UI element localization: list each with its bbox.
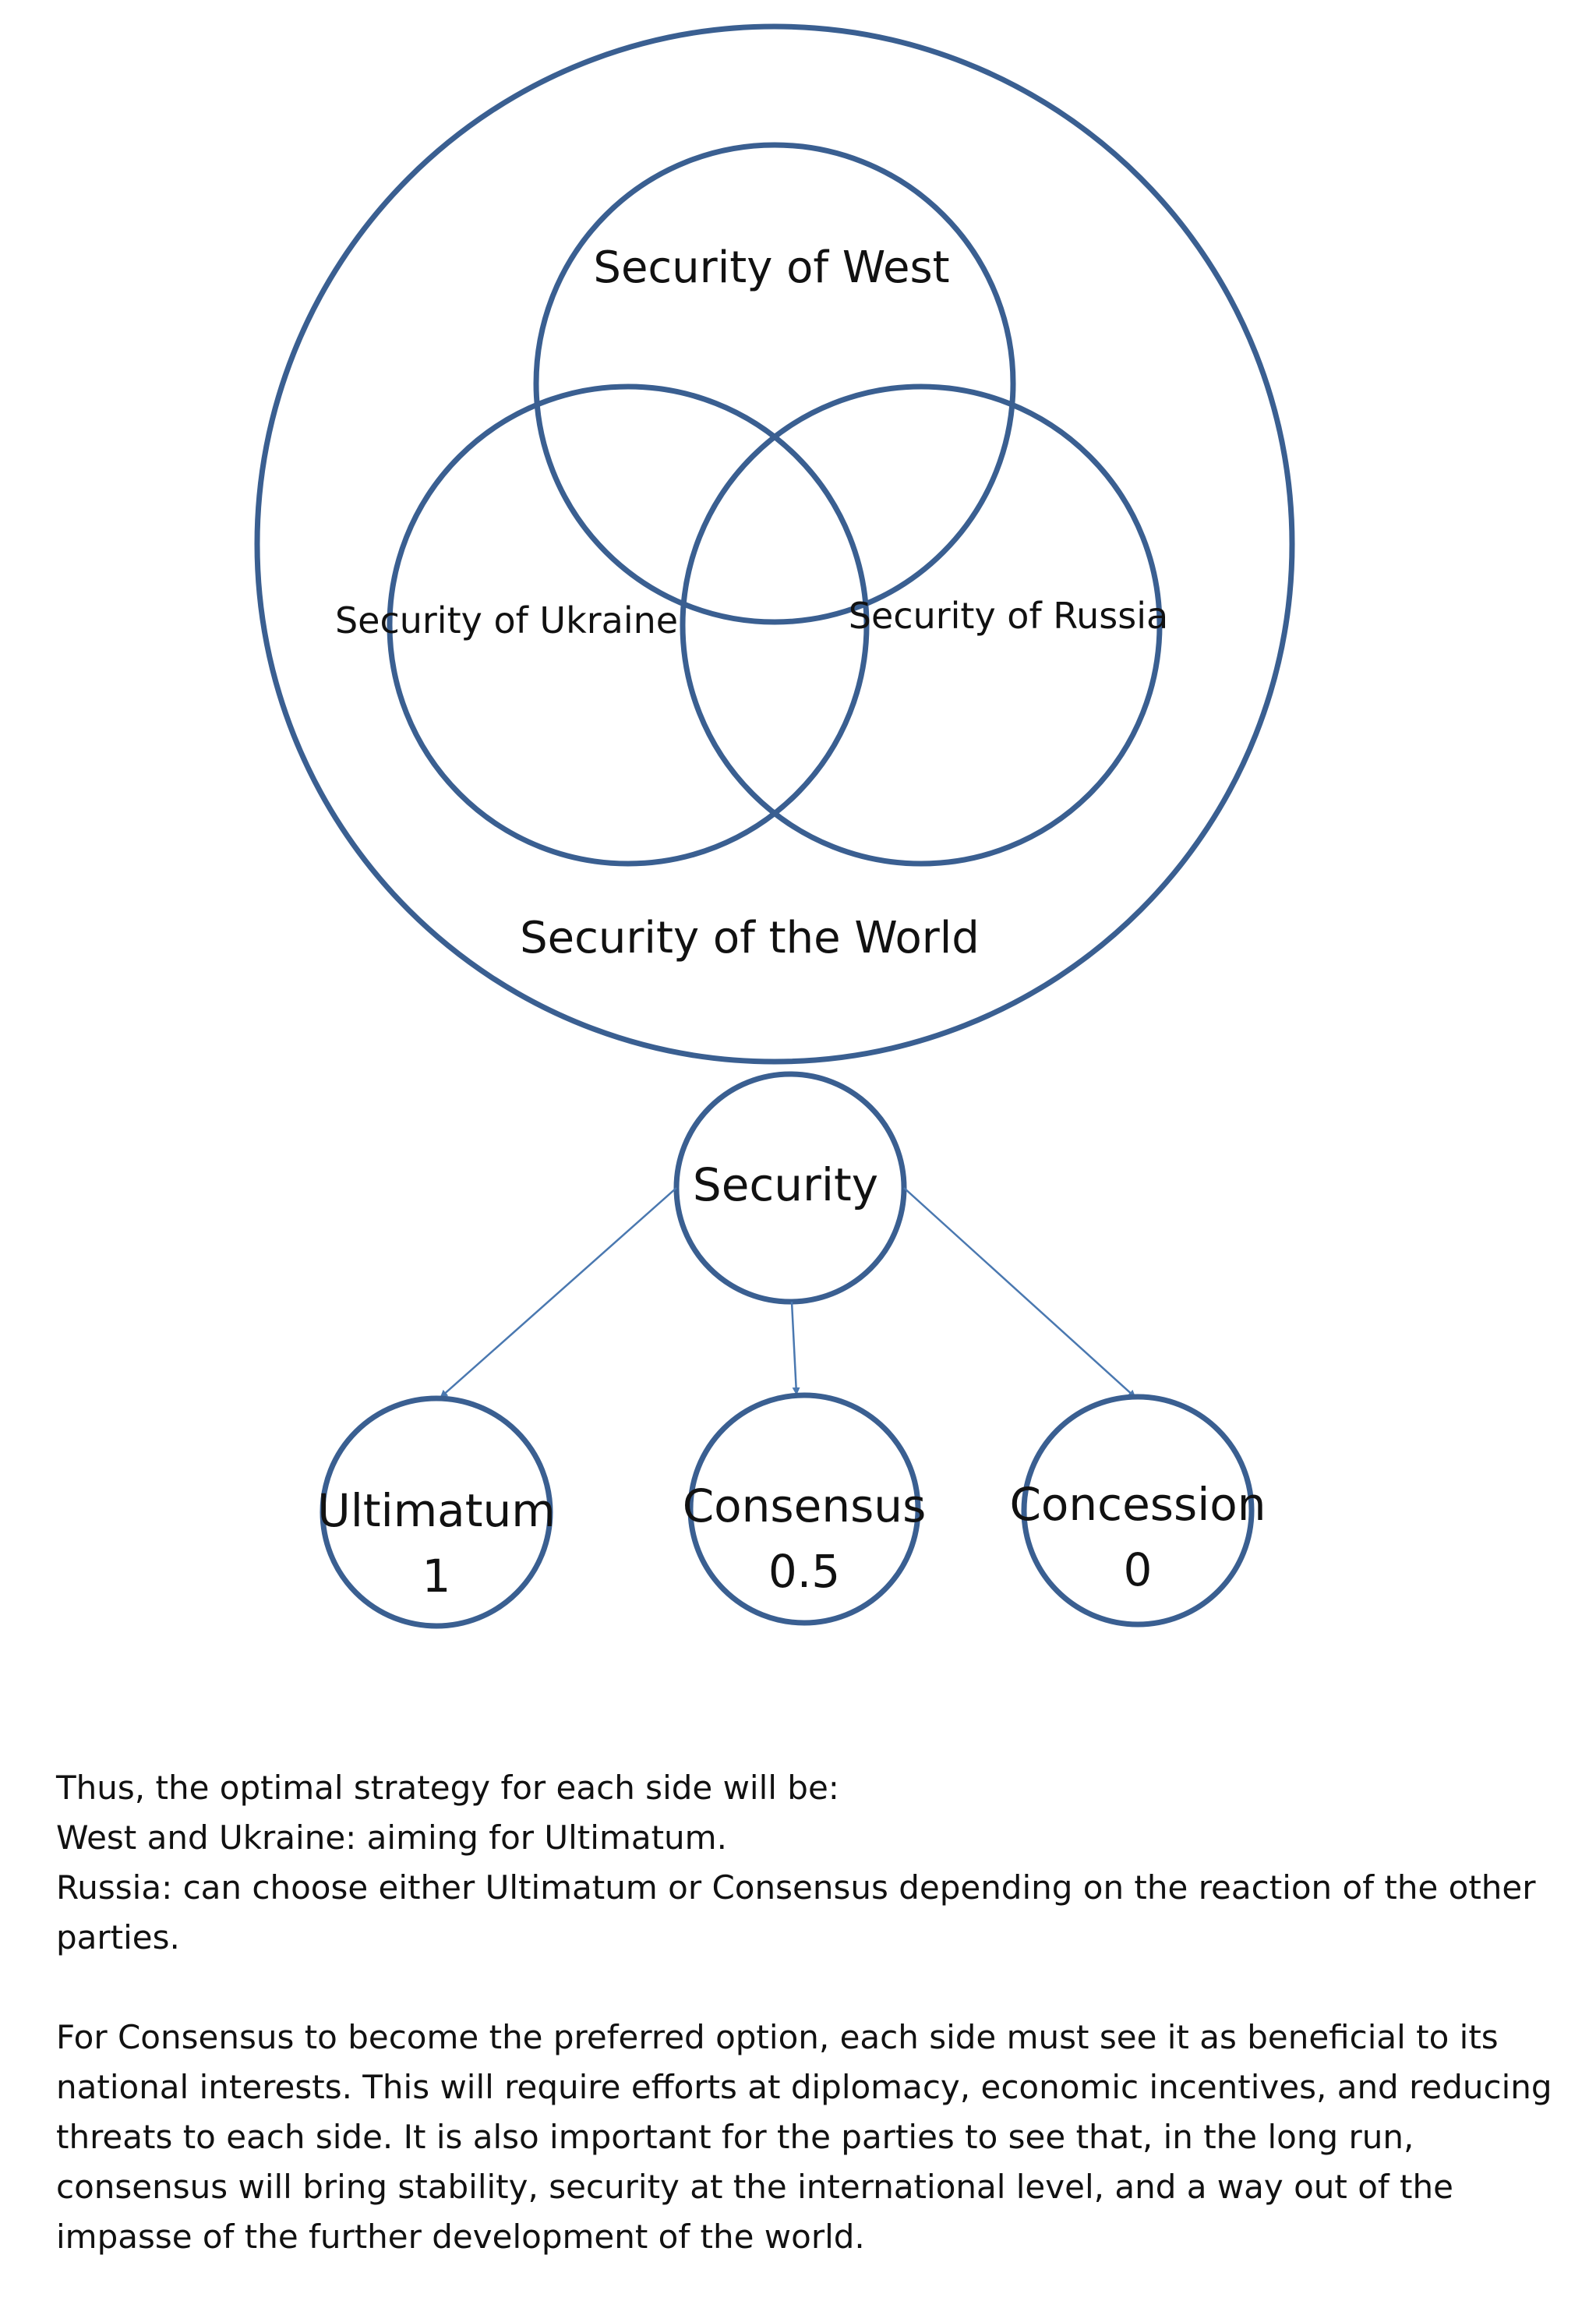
- consensus-node: [687, 1392, 921, 1626]
- west-security-circle: [533, 142, 1016, 625]
- root-security-label: Security: [693, 1158, 878, 1211]
- concession-label: Concession: [1009, 1478, 1266, 1531]
- ukraine-security-label: Security of Ukraine: [335, 599, 678, 642]
- paragraph-gap: [56, 1963, 1584, 2013]
- consensus-paragraph: For Consensus to become the preferred op…: [56, 2018, 1552, 2256]
- security-diagram: Security of West Security of Ukraine Sec…: [254, 23, 1295, 1629]
- russia-security-label: Security of Russia: [849, 595, 1168, 637]
- world-security-circle: [254, 23, 1295, 1065]
- ultimatum-node: [320, 1395, 553, 1629]
- world-security-label: Security of the World: [520, 913, 980, 963]
- ultimatum-value: 1: [422, 1550, 451, 1603]
- strategy-intro-line: Thus, the optimal strategy for each side…: [56, 1769, 839, 1807]
- strategy-text-block: Thus, the optimal strategy for each side…: [56, 1763, 1584, 2262]
- west-ukraine-strategy-line: West and Ukraine: aiming for Ultimatum.: [56, 1818, 727, 1857]
- ultimatum-label: Ultimatum: [317, 1484, 555, 1537]
- consensus-value: 0.5: [768, 1545, 840, 1598]
- ukraine-security-circle: [387, 383, 870, 867]
- arrow-to-ultimatum: [440, 1187, 677, 1398]
- russia-strategy-line: Russia: can choose either Ultimatum or C…: [56, 1868, 1536, 1956]
- concession-node: [1021, 1394, 1255, 1628]
- arrow-to-consensus: [790, 1301, 800, 1395]
- russia-security-circle: [680, 383, 1163, 867]
- consensus-label: Consensus: [683, 1479, 927, 1532]
- west-security-label: Security of West: [593, 242, 949, 293]
- arrow-to-concession: [903, 1187, 1136, 1398]
- concession-value: 0: [1124, 1543, 1153, 1596]
